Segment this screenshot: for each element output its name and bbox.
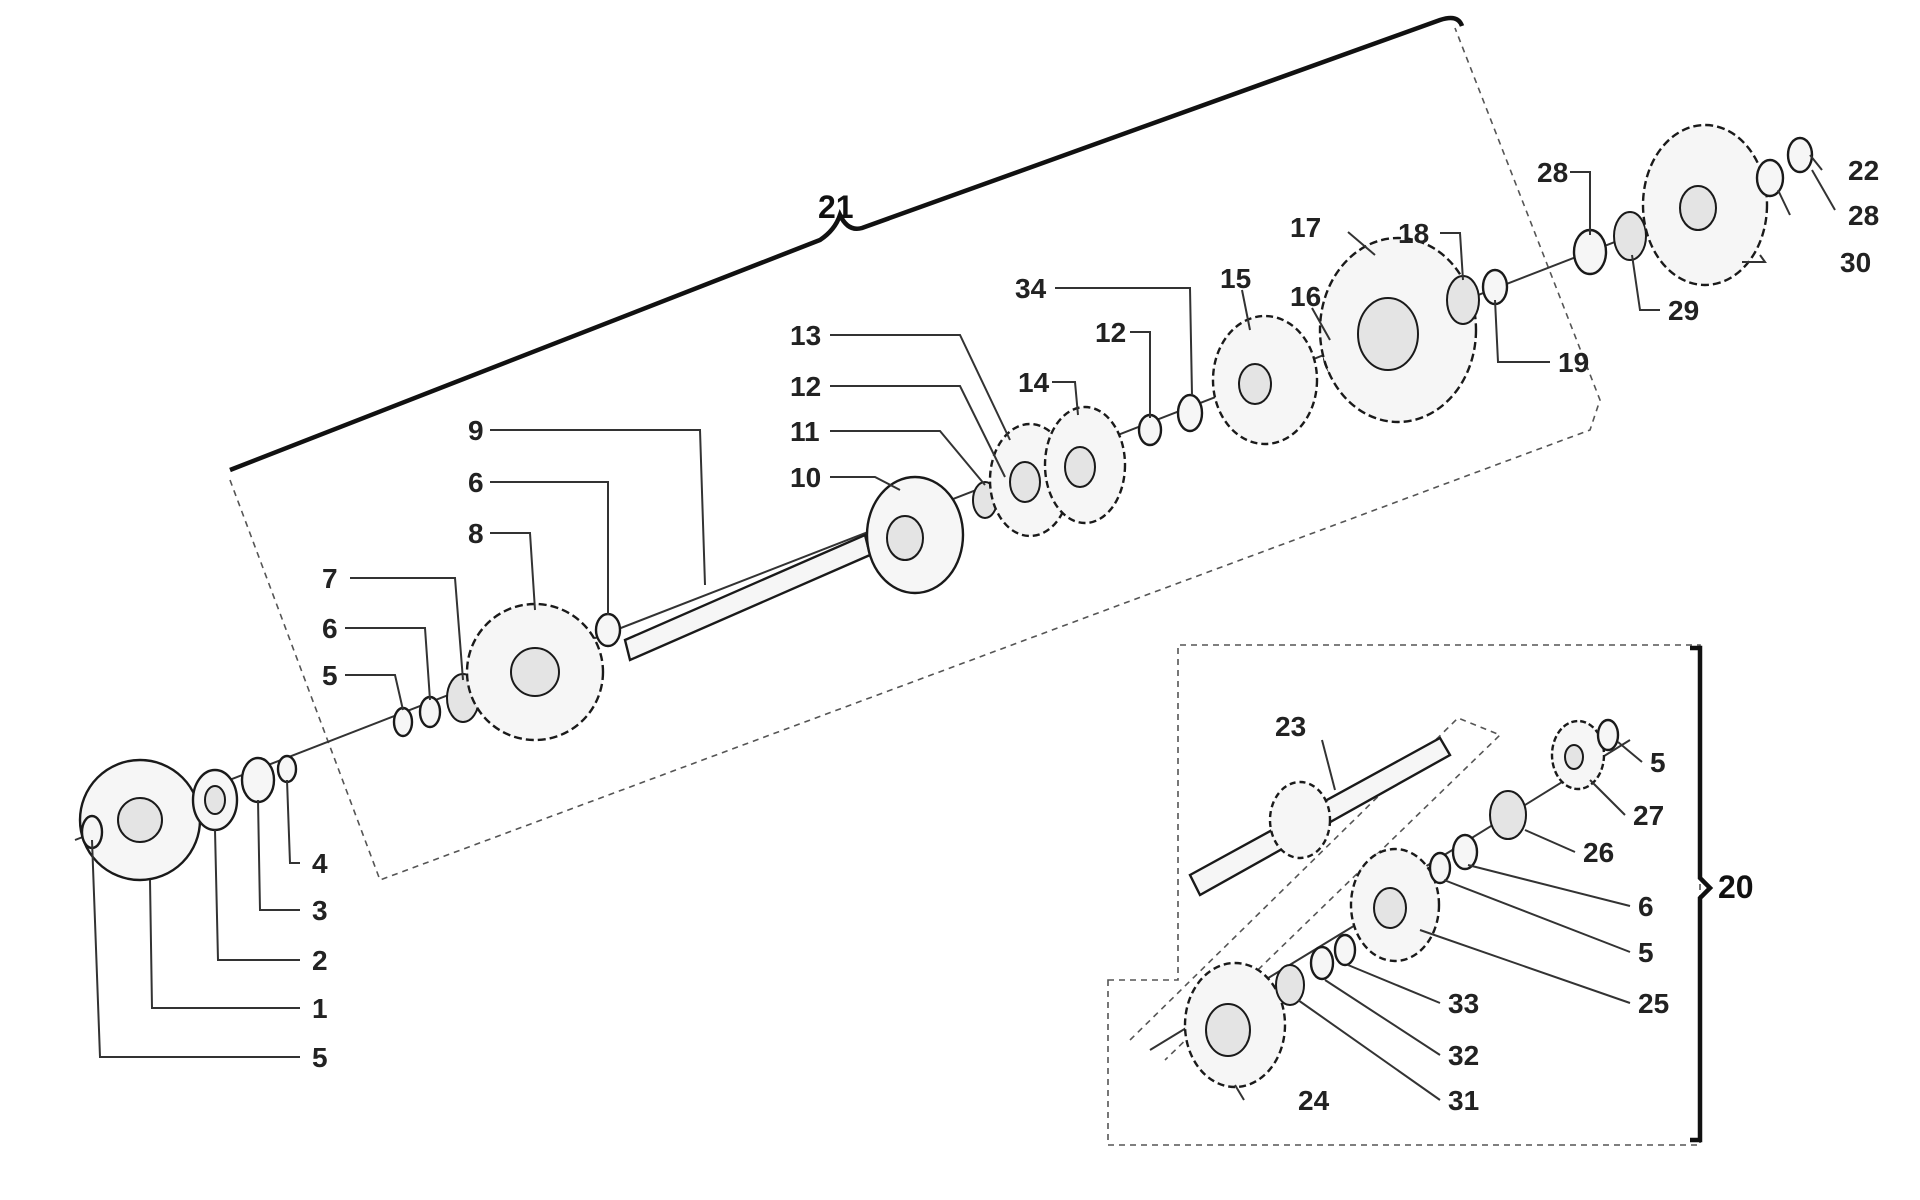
part-shaft-23	[1188, 736, 1452, 897]
part-circlip-33	[1333, 933, 1357, 967]
part-needle-bearing-29	[1613, 211, 1647, 261]
callout-28-right: 28	[1848, 200, 1879, 231]
callout-5-bottom: 5	[312, 1042, 328, 1073]
callout-13: 13	[790, 320, 821, 351]
callout-9: 9	[468, 415, 484, 446]
part-needle-bearing-31	[1275, 964, 1305, 1006]
part-gear-10	[865, 475, 965, 595]
callout-32: 32	[1448, 1040, 1479, 1071]
group-21-brace	[229, 15, 1465, 473]
callout-27: 27	[1633, 800, 1664, 831]
callout-7: 7	[322, 563, 338, 594]
callout-1: 1	[312, 993, 328, 1024]
callout-33: 33	[1448, 988, 1479, 1019]
part-gear-24	[1183, 961, 1287, 1089]
callout-23: 23	[1275, 711, 1306, 742]
part-shaft-9	[623, 533, 872, 662]
callout-6-mid: 6	[468, 467, 484, 498]
callout-26: 26	[1583, 837, 1614, 868]
callout-15: 15	[1220, 263, 1251, 294]
part-gear-15	[1211, 314, 1319, 446]
callout-5-secondary-upper: 5	[1650, 747, 1666, 778]
callout-3: 3	[312, 895, 328, 926]
part-circlip-34	[1176, 393, 1204, 433]
secondary-shaft-outline	[1129, 717, 1502, 1061]
callout-25: 25	[1638, 988, 1669, 1019]
callout-8: 8	[468, 518, 484, 549]
part-circlip-5b	[392, 706, 414, 738]
callout-29: 29	[1668, 295, 1699, 326]
callout-5-left: 5	[322, 660, 338, 691]
part-washer-28b	[1755, 158, 1785, 198]
callout-22: 22	[1848, 155, 1879, 186]
part-circlip-5d	[1596, 718, 1620, 752]
part-gear-30	[1641, 123, 1769, 287]
part-gear-25	[1349, 847, 1441, 963]
part-washer-19	[1481, 268, 1509, 306]
callout-5-secondary-lower: 5	[1638, 937, 1654, 968]
callout-6-secondary: 6	[1638, 891, 1654, 922]
callout-12-left: 12	[790, 371, 821, 402]
callout-19: 19	[1558, 347, 1589, 378]
part-bush-26	[1489, 790, 1527, 840]
part-gear-17	[1318, 236, 1478, 424]
callout-6-left: 6	[322, 613, 338, 644]
callout-12-right: 12	[1095, 317, 1126, 348]
group-21-outline	[229, 27, 1601, 882]
part-bearing-2	[191, 768, 239, 832]
callout-30: 30	[1840, 247, 1871, 278]
callout-17: 17	[1290, 212, 1321, 243]
part-washer-6b	[594, 612, 622, 648]
part-ring-4	[276, 754, 298, 784]
callout-2: 2	[312, 945, 328, 976]
callout-28-left: 28	[1537, 157, 1568, 188]
callout-34: 34	[1015, 273, 1047, 304]
part-washer-32	[1309, 945, 1335, 981]
callout-24: 24	[1298, 1085, 1330, 1116]
callout-10: 10	[790, 462, 821, 493]
group-label-21: 21	[818, 189, 854, 225]
part-needle-bearing-18	[1446, 275, 1480, 325]
part-circlip-22	[1786, 136, 1814, 174]
part-washer-28a	[1572, 228, 1608, 276]
part-gear-8	[465, 602, 605, 742]
part-gear-27	[1550, 719, 1606, 791]
callout-18: 18	[1398, 218, 1429, 249]
part-washer-6a	[418, 695, 442, 729]
leader-lines	[91, 154, 1836, 1101]
callout-31: 31	[1448, 1085, 1479, 1116]
callout-16: 16	[1290, 281, 1321, 312]
callout-4: 4	[312, 848, 328, 879]
callout-11: 11	[790, 416, 820, 447]
part-gear-14	[1043, 405, 1127, 525]
part-circlip-5c	[1428, 851, 1452, 885]
part-ring-12b	[1137, 413, 1163, 447]
part-washer-6c	[1451, 833, 1479, 871]
group-label-20: 20	[1718, 869, 1754, 905]
callout-14: 14	[1018, 367, 1050, 398]
group-20-brace	[1690, 645, 1714, 1143]
group-20-outline	[1107, 644, 1701, 1146]
part-bush-3	[240, 756, 276, 804]
